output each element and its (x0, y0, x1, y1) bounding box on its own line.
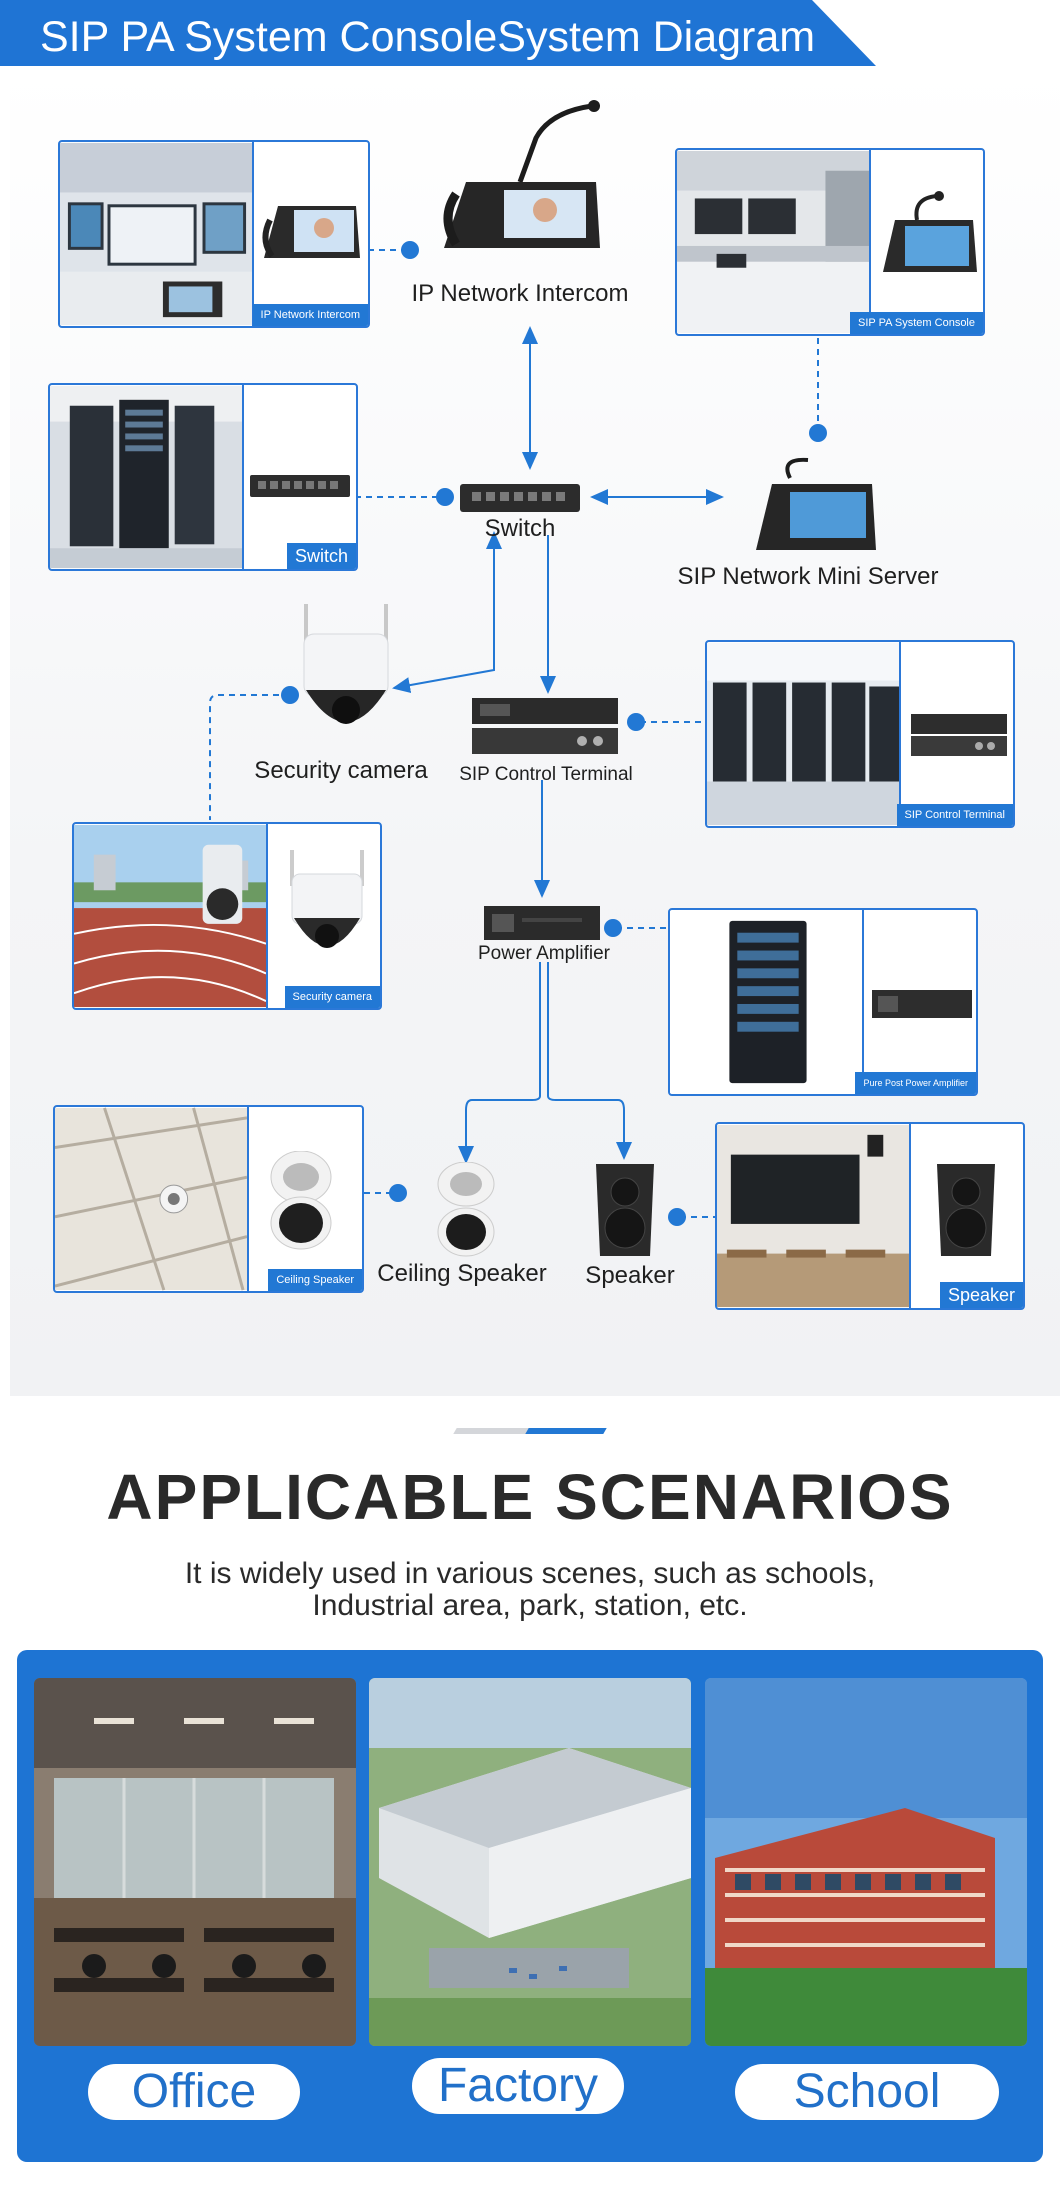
card-label: Pure Post Power Amplifier (855, 1072, 976, 1094)
card-speaker: Speaker (715, 1122, 1025, 1310)
pa-console-icon (883, 191, 977, 272)
intercom-phone-icon (262, 206, 360, 258)
node-label-sip-control-terminal: SIP Control Terminal (459, 764, 633, 785)
node-label-ceiling-speaker: Ceiling Speaker (377, 1260, 547, 1287)
control-terminal-icon (911, 714, 1007, 756)
control-terminal-device (472, 698, 618, 754)
console-room-photo (677, 150, 871, 334)
subtitle-line-1: It is widely used in various scenes, suc… (184, 1557, 876, 1590)
server-rack-photo (50, 385, 244, 569)
scenario-label-school: School (735, 2064, 999, 2120)
card-power-amplifier: Pure Post Power Amplifier (668, 908, 978, 1096)
connector-dot (389, 1184, 407, 1202)
node-label-speaker: Speaker (585, 1262, 675, 1289)
section-divider (453, 1428, 607, 1434)
node-label-power-amplifier: Power Amplifier (478, 943, 610, 964)
card-label: Ceiling Speaker (268, 1269, 362, 1291)
title-banner: SIP PA System ConsoleSystem Diagram (0, 0, 1060, 66)
banner-shape (0, 0, 876, 66)
connector-dot (627, 713, 645, 731)
connector-dot (281, 686, 299, 704)
security-camera-icon (290, 850, 364, 948)
scenarios-panel: Office Factory School (17, 1650, 1043, 2162)
node-label-ip-network-intercom: IP Network Intercom (411, 280, 629, 307)
mini-server-device (756, 457, 876, 550)
wall-speaker-icon (937, 1164, 995, 1256)
connector-dot (436, 488, 454, 506)
power-amplifier-device (484, 906, 600, 940)
node-label-sip-network-mini-server: SIP Network Mini Server (677, 563, 939, 590)
card-ceiling-speaker: Ceiling Speaker (53, 1105, 364, 1293)
node-label-security-camera: Security camera (254, 757, 428, 784)
card-switch: Switch (48, 383, 358, 571)
connector-dot (401, 241, 419, 259)
card-label: Speaker (939, 1282, 1023, 1308)
connector-dot (604, 919, 622, 937)
ceiling-tiles-photo (55, 1107, 249, 1291)
ceiling-speaker-device (437, 1162, 495, 1257)
card-label: SIP Control Terminal (896, 804, 1013, 826)
data-center-photo (707, 642, 901, 826)
ceiling-speaker-icon (270, 1151, 332, 1250)
classroom-photo (717, 1124, 911, 1308)
node-label-switch: Switch (484, 515, 556, 542)
card-label: Switch (286, 543, 356, 569)
diagram-connector-lines (209, 249, 819, 1218)
card-label: Security camera (284, 986, 380, 1008)
factory-photo (369, 1678, 691, 2046)
page-title: SIP PA System ConsoleSystem Diagram (40, 13, 816, 61)
card-ip-network-intercom: IP Network Intercom (58, 140, 370, 328)
control-room-photo (60, 142, 254, 326)
security-camera-device (303, 604, 389, 724)
card-label: IP Network Intercom (252, 304, 368, 326)
card-security-camera: Security camera (72, 822, 382, 1010)
section-subtitle: It is widely used in various scenes, suc… (0, 1558, 1060, 1622)
connector-dot (809, 424, 827, 442)
card-sip-pa-system-console: SIP PA System Console (675, 148, 985, 336)
wall-speaker-device (596, 1164, 654, 1256)
office-photo (34, 1678, 356, 2046)
network-switch-icon (250, 475, 350, 497)
scenario-label-office: Office (88, 2064, 300, 2120)
ip-intercom-device (443, 100, 600, 248)
rack-cabinet-photo (670, 910, 864, 1094)
school-photo (705, 1678, 1027, 2046)
switch-device (460, 484, 580, 512)
amplifier-icon (872, 990, 972, 1018)
subtitle-line-2: Industrial area, park, station, etc. (312, 1589, 748, 1622)
card-sip-control-terminal: SIP Control Terminal (705, 640, 1015, 828)
scenario-label-factory: Factory (412, 2058, 624, 2114)
card-label: SIP PA System Console (850, 312, 983, 334)
sports-track-photo (74, 824, 268, 1008)
connector-dot (668, 1208, 686, 1226)
section-heading: APPLICABLE SCENARIOS (106, 1461, 954, 1533)
